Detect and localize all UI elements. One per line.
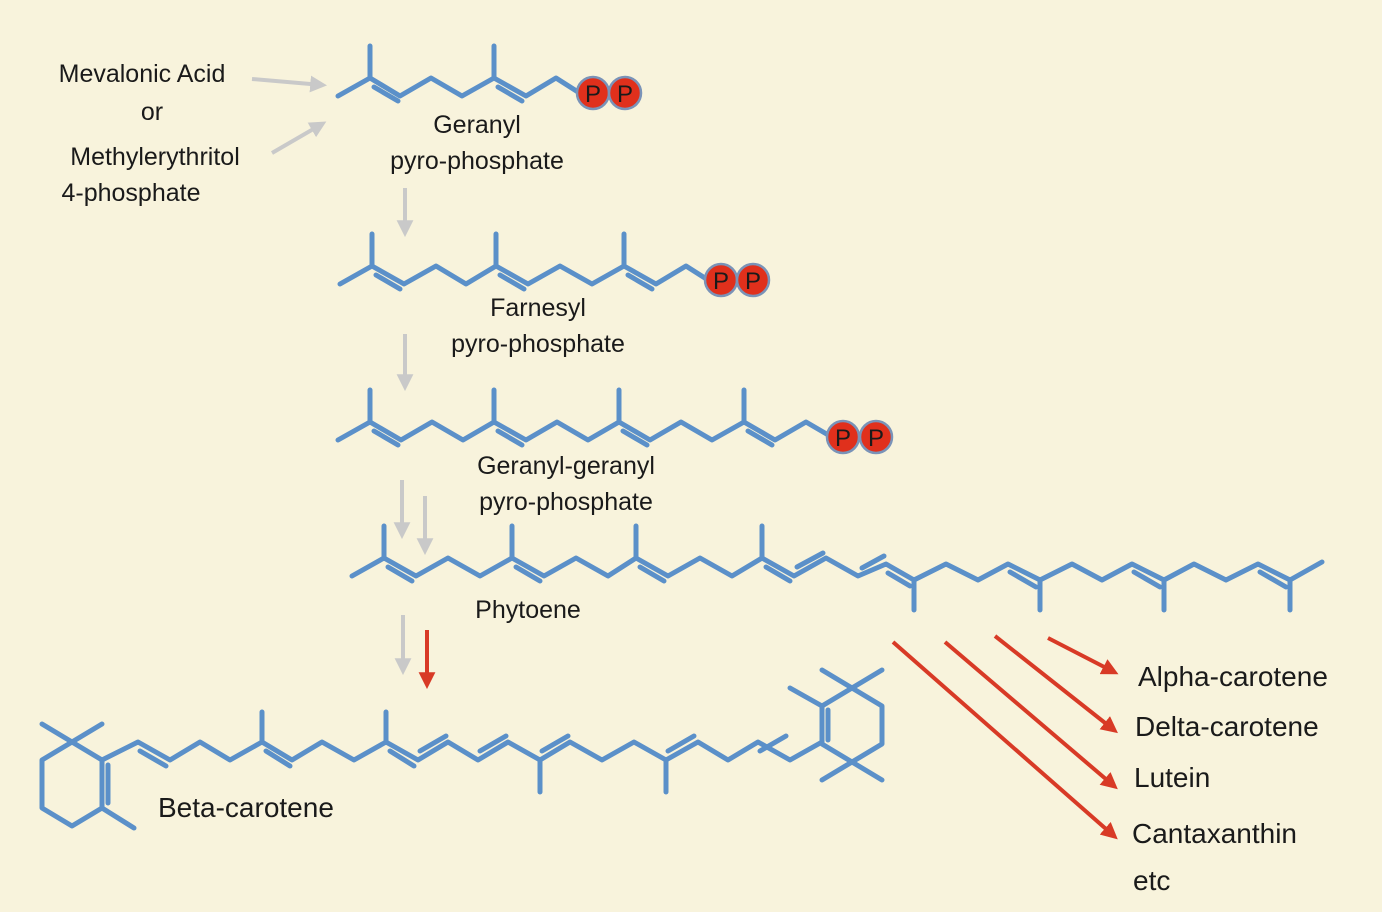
farnesyl-pyrophosphate-structure: P P: [337, 231, 771, 298]
arrow-to-lutein: [943, 640, 1118, 790]
product-delta-carotene: Delta-carotene: [1135, 711, 1319, 742]
svg-text:P: P: [585, 81, 601, 108]
beta-carotene-structure: [39, 667, 885, 831]
geranyl-geranyl-label: Geranyl-geranyl: [477, 452, 655, 480]
arrow-to-alpha-carotene: [1047, 636, 1119, 675]
svg-text:P: P: [617, 81, 633, 108]
mevalonic-acid-label: Mevalonic Acid: [59, 60, 226, 88]
svg-text:P: P: [868, 425, 884, 452]
arrow-to-cantaxanthin: [891, 640, 1118, 840]
or-label: or: [141, 98, 163, 126]
svg-text:P: P: [835, 425, 851, 452]
methylerythritol-label: Methylerythritol: [70, 143, 240, 171]
geranyl-label: Geranyl: [433, 111, 521, 139]
geranyl-pyrophosphate-structure: P P: [335, 43, 643, 111]
product-lutein: Lutein: [1134, 762, 1210, 793]
farnesyl-pyrophosphate-label: pyro-phosphate: [451, 330, 625, 358]
product-alpha-carotene: Alpha-carotene: [1138, 661, 1328, 692]
phytoene-label: Phytoene: [475, 596, 581, 624]
svg-text:P: P: [713, 268, 729, 295]
arrow-to-delta-carotene: [993, 634, 1118, 734]
mevalonic-arrow: [251, 75, 328, 93]
geranylgeranyl-pyrophosphate-structure: P P: [335, 387, 894, 455]
mep-arrow: [270, 121, 327, 155]
farnesyl-label: Farnesyl: [490, 294, 586, 322]
phosphate-4-label: 4-phosphate: [61, 179, 200, 207]
product-etc: etc: [1133, 865, 1170, 896]
product-cantaxanthin: Cantaxanthin: [1132, 818, 1297, 849]
svg-text:P: P: [745, 268, 761, 295]
beta-carotene-label: Beta-carotene: [158, 792, 334, 823]
geranyl-geranyl-pyrophosphate-label: pyro-phosphate: [479, 488, 653, 516]
phytoene-structure: [349, 523, 1325, 613]
geranyl-pyrophosphate-label: pyro-phosphate: [390, 147, 564, 175]
